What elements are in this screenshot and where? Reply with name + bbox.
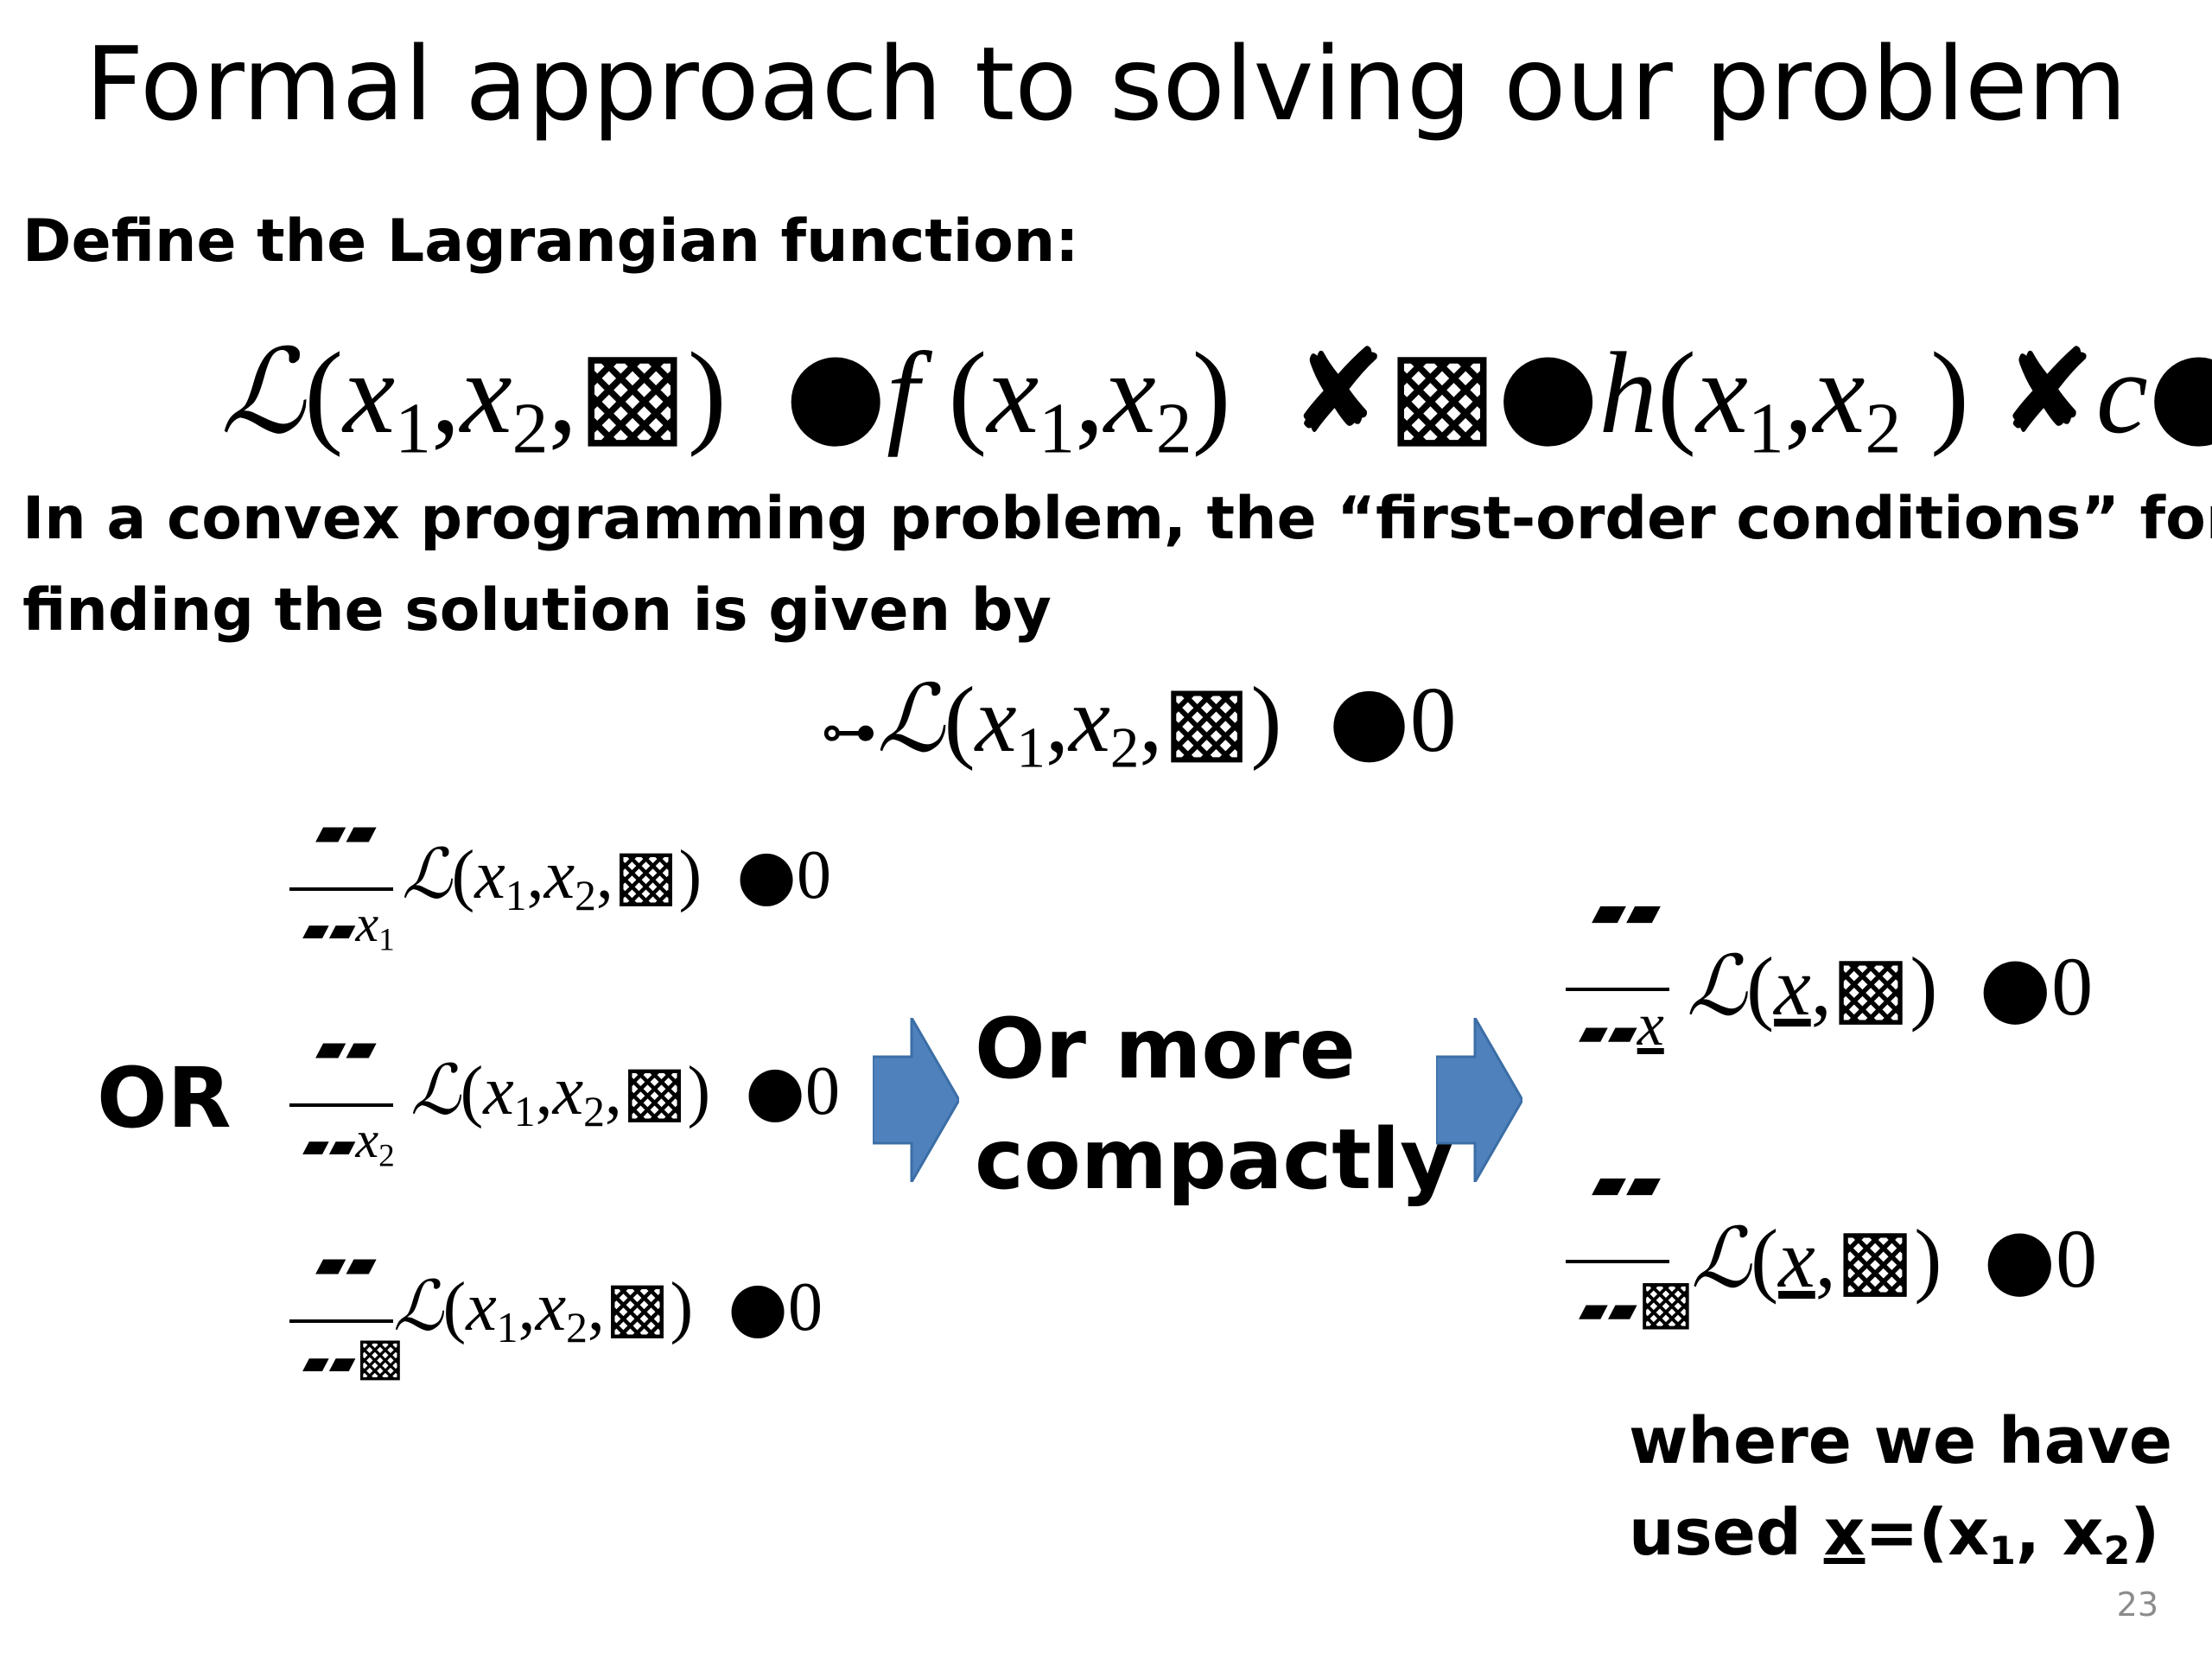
partial-fraction: ▰▰ ▰▰x — [1566, 886, 1669, 1076]
partial-denominator: ▰▰▩ — [1579, 1266, 1694, 1337]
partial-icon: ▰▰ — [1592, 886, 1661, 938]
fraction-bar — [289, 887, 393, 891]
partial-fraction: ▰▰ ▰▰▩ — [289, 1240, 404, 1413]
where-note: where we have used x=(x1, x2) — [1629, 1395, 2172, 1579]
right-arrow-icon — [873, 1018, 959, 1182]
compact-line2: compactly — [975, 1111, 1454, 1208]
partial-denominator: ▰▰▩ — [302, 1326, 405, 1387]
where-line1: where we have — [1629, 1404, 2173, 1478]
minus-glyph: ✘ — [1998, 324, 2096, 460]
convex-text-line2: finding the solution is given by — [22, 576, 1052, 645]
partial-icon: ▰▰ — [315, 808, 377, 855]
partial-expression: ℒ(x1,x2,▩) ●0 — [393, 1266, 823, 1351]
partial-denominator: ▰▰x — [1579, 992, 1664, 1058]
lagrangian-equation: ℒ(x1,x2,▩) ●f (x1,x2) ✘▩●h(x1,x2 ) ✘c● — [220, 324, 2212, 469]
compact-text: Or more compactly — [975, 994, 1454, 1215]
partial-expression: ℒ(x,▩) ●0 — [1687, 938, 2094, 1034]
fraction-bar — [289, 1103, 393, 1107]
partial-fraction: ▰▰ ▰▰▩ — [1566, 1158, 1694, 1357]
lambda-glyph: ▩ — [577, 324, 688, 460]
lambda-glyph: ▩ — [1387, 324, 1497, 460]
lagrangian-symbol: ℒ — [220, 329, 305, 458]
convex-programming-text: In a convex programming problem, the “fi… — [22, 474, 2212, 657]
partial-icon: ▰▰ — [1592, 1158, 1661, 1210]
gradient-equation: ⊶ℒ(x1,x2,▩) ●0 — [821, 665, 1457, 780]
minus-glyph: ✘ — [1289, 324, 1388, 460]
slide-title: Formal approach to solving our problem — [85, 24, 2127, 143]
equals-glyph: ● — [785, 324, 887, 460]
or-label: OR — [97, 1050, 232, 1147]
partial-icon: ▰▰ — [315, 1024, 377, 1071]
partial-icon: ▰▰ — [315, 1240, 377, 1287]
convex-text-line1: In a convex programming problem, the “fi… — [22, 485, 2212, 553]
compact-line1: Or more — [975, 1001, 1356, 1097]
partial-expression: ℒ(x1,x2,▩) ●0 — [410, 1050, 840, 1135]
partial-expression: ℒ(x,▩) ●0 — [1691, 1210, 2098, 1306]
partial-expression: ℒ(x1,x2,▩) ●0 — [402, 834, 831, 919]
page-number: 23 — [2116, 1586, 2158, 1624]
fraction-bar — [1566, 988, 1669, 991]
nabla-glyph: ⊶ — [821, 700, 877, 765]
fraction-bar — [289, 1319, 393, 1323]
define-lagrangian-text: Define the Lagrangian function: — [22, 207, 1079, 276]
where-line2: used x=(x1, x2) — [1629, 1496, 2160, 1574]
fraction-bar — [1566, 1260, 1669, 1263]
partial-denominator: ▰▰x1 — [302, 895, 395, 958]
partial-fraction: ▰▰ ▰▰x2 — [289, 1024, 395, 1197]
partial-fraction: ▰▰ ▰▰x1 — [289, 808, 395, 981]
right-arrow-icon — [1436, 1018, 1522, 1182]
partial-denominator: ▰▰x2 — [302, 1111, 395, 1174]
